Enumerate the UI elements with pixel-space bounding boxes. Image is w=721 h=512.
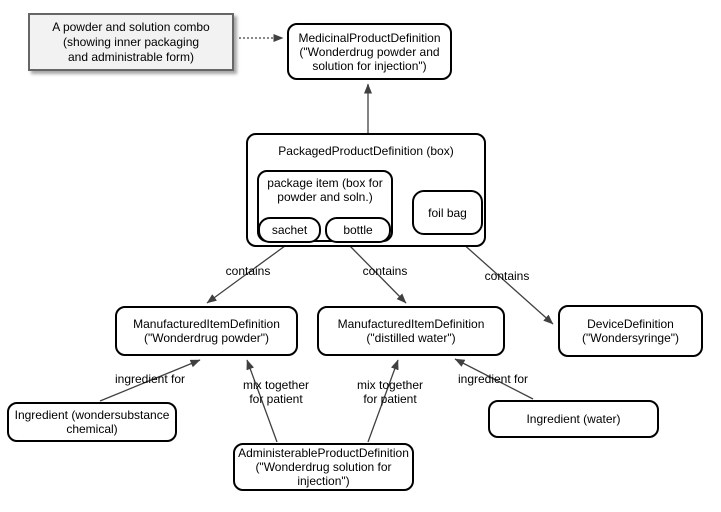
node-bottle: bottle [325, 217, 391, 243]
node-manufactured-item-powder: ManufacturedItemDefinition ("Wonderdrug … [115, 306, 298, 356]
node-ingredient-wondersubstance: Ingredient (wondersubstance chemical) [7, 402, 177, 442]
edge-label-mix-together-right: mix together for patient [356, 378, 424, 406]
node-device-definition: DeviceDefinition ("Wondersyringe") [558, 305, 703, 357]
edge-label-contains-3: contains [484, 269, 530, 283]
node-ingredient-water: Ingredient (water) [488, 400, 659, 438]
node-sachet: sachet [258, 217, 321, 243]
edge-label-contains-1: contains [225, 264, 271, 278]
edge-label-contains-2: contains [362, 264, 408, 278]
node-foil-bag: foil bag [412, 190, 483, 235]
edge-label-ingredient-for-right: ingredient for [457, 372, 529, 386]
annotation-note: A powder and solution combo (showing inn… [28, 13, 234, 71]
node-administerable-product-definition: AdministerableProductDefinition ("Wonder… [233, 443, 414, 491]
edge-label-ingredient-for-left: ingredient for [114, 372, 186, 386]
node-medicinal-product-definition: MedicinalProductDefinition ("Wonderdrug … [287, 23, 452, 80]
node-manufactured-item-water: ManufacturedItemDefinition ("distilled w… [317, 306, 505, 356]
edge-label-mix-together-left: mix together for patient [242, 378, 310, 406]
